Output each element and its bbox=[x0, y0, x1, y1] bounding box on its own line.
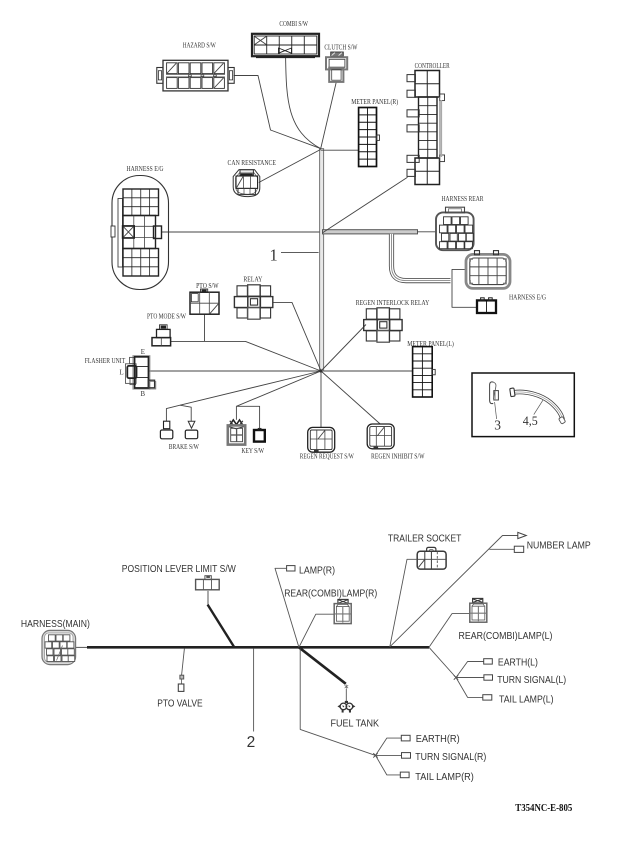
svg-text:REAR(COMBI)LAMP(L): REAR(COMBI)LAMP(L) bbox=[459, 631, 553, 642]
svg-text:3: 3 bbox=[494, 417, 501, 432]
svg-text:PTO S/W: PTO S/W bbox=[196, 282, 219, 290]
svg-text:NUMBER LAMP: NUMBER LAMP bbox=[527, 541, 591, 552]
svg-text:METER PANEL(L): METER PANEL(L) bbox=[407, 340, 454, 348]
svg-text:HARNESS REAR: HARNESS REAR bbox=[442, 195, 484, 203]
svg-text:PTO VALVE: PTO VALVE bbox=[157, 699, 203, 710]
svg-text:EARTH(R): EARTH(R) bbox=[416, 734, 460, 745]
svg-text:TURN SIGNAL(L): TURN SIGNAL(L) bbox=[497, 675, 566, 686]
svg-text:LAMP(R): LAMP(R) bbox=[299, 566, 335, 577]
svg-text:REGEN INTERLOCK RELAY: REGEN INTERLOCK RELAY bbox=[356, 299, 430, 307]
svg-text:E: E bbox=[141, 349, 145, 356]
svg-text:TAIL LAMP(L): TAIL LAMP(L) bbox=[499, 695, 554, 706]
svg-text:COMBI S/W: COMBI S/W bbox=[279, 20, 308, 28]
svg-text:POSITION LEVER LIMIT S/W: POSITION LEVER LIMIT S/W bbox=[122, 564, 236, 575]
svg-text:REGEN REQUEST S/W: REGEN REQUEST S/W bbox=[300, 453, 354, 461]
svg-text:TAIL LAMP(R): TAIL LAMP(R) bbox=[415, 772, 474, 783]
svg-text:TRAILER SOCKET: TRAILER SOCKET bbox=[388, 534, 462, 545]
svg-text:CAN RESISTANCE: CAN RESISTANCE bbox=[228, 159, 277, 167]
svg-text:CONTROLLER: CONTROLLER bbox=[415, 62, 450, 70]
svg-text:FLASHER UNIT: FLASHER UNIT bbox=[85, 357, 126, 365]
svg-text:PTO MODE S/W: PTO MODE S/W bbox=[147, 313, 186, 321]
svg-text:BRAKE S/W: BRAKE S/W bbox=[169, 443, 199, 451]
svg-text:RELAY: RELAY bbox=[243, 276, 263, 284]
svg-text:FUEL TANK: FUEL TANK bbox=[331, 719, 380, 730]
svg-text:METER PANEL(R): METER PANEL(R) bbox=[351, 98, 398, 106]
svg-text:T354NC-E-805: T354NC-E-805 bbox=[515, 803, 572, 814]
svg-text:EARTH(L): EARTH(L) bbox=[498, 658, 538, 669]
svg-text:HARNESS E/G: HARNESS E/G bbox=[127, 165, 164, 173]
svg-text:4,5: 4,5 bbox=[523, 414, 538, 428]
svg-text:L: L bbox=[120, 369, 124, 376]
svg-text:REAR(COMBI)LAMP(R): REAR(COMBI)LAMP(R) bbox=[284, 589, 377, 600]
svg-text:HAZARD S/W: HAZARD S/W bbox=[183, 42, 216, 50]
svg-text:2: 2 bbox=[247, 734, 256, 751]
svg-text:KEY S/W: KEY S/W bbox=[242, 447, 265, 455]
svg-text:1: 1 bbox=[270, 246, 278, 265]
svg-text:HARNESS E/G: HARNESS E/G bbox=[509, 294, 546, 302]
svg-text:HARNESS(MAIN): HARNESS(MAIN) bbox=[21, 619, 90, 630]
svg-text:CLUTCH S/W: CLUTCH S/W bbox=[324, 44, 357, 52]
svg-text:B: B bbox=[141, 391, 146, 398]
svg-text:REGEN INHIBIT S/W: REGEN INHIBIT S/W bbox=[371, 453, 425, 461]
svg-text:TURN SIGNAL(R): TURN SIGNAL(R) bbox=[415, 752, 486, 763]
